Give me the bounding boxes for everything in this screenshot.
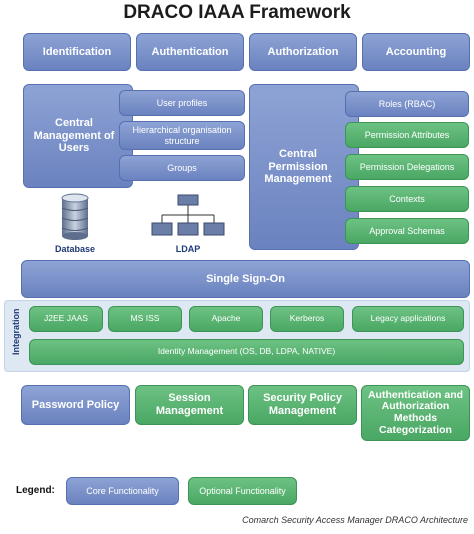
groups-box: Groups	[119, 155, 245, 181]
auth-methods-categorization-box: Authentication and Authorization Methods…	[361, 385, 470, 441]
approval-schemas-box: Approval Schemas	[345, 218, 469, 244]
central-users-title: Central Management of Users	[33, 117, 115, 155]
central-permission-management: Central Permission Management	[249, 84, 359, 250]
kerberos-box: Kerberos	[270, 306, 344, 332]
ms-iss-box: MS ISS	[108, 306, 182, 332]
hierarchical-structure-box: Hierarchical organisation structure	[119, 121, 245, 150]
integration-label: Integration	[11, 308, 21, 356]
diagram-title: DRACO IAAA Framework	[123, 2, 351, 23]
session-management-box: Session Management	[135, 385, 244, 425]
password-policy-box: Password Policy	[21, 385, 130, 425]
database-icon	[61, 193, 89, 240]
ldap-label: LDAP	[175, 244, 201, 254]
legend-optional-swatch: Optional Functionality	[188, 477, 297, 505]
apache-box: Apache	[189, 306, 263, 332]
legend-label: Legend:	[16, 485, 55, 496]
single-sign-on-bar: Single Sign-On	[21, 260, 470, 298]
database-label: Database	[54, 244, 96, 254]
permission-delegations-box: Permission Delegations	[345, 154, 469, 180]
legend-core-swatch: Core Functionality	[66, 477, 179, 505]
identification-box: Identification	[23, 33, 131, 71]
contexts-box: Contexts	[345, 186, 469, 212]
authorization-box: Authorization	[249, 33, 357, 71]
permission-attributes-box: Permission Attributes	[345, 122, 469, 148]
central-permission-title: Central Permission Management	[264, 148, 332, 186]
identity-management-box: Identity Management (OS, DB, LDPA, NATIV…	[29, 339, 464, 365]
central-management-of-users: Central Management of Users	[23, 84, 133, 188]
security-policy-management-box: Security Policy Management	[248, 385, 357, 425]
accounting-box: Accounting	[362, 33, 470, 71]
roles-rbac-box: Roles (RBAC)	[345, 91, 469, 117]
legacy-applications-box: Legacy applications	[352, 306, 464, 332]
authentication-box: Authentication	[136, 33, 244, 71]
j2ee-jaas-box: J2EE JAAS	[29, 306, 103, 332]
architecture-caption: Comarch Security Access Manager DRACO Ar…	[242, 515, 468, 525]
user-profiles-box: User profiles	[119, 90, 245, 116]
ldap-tree-icon	[151, 194, 225, 236]
